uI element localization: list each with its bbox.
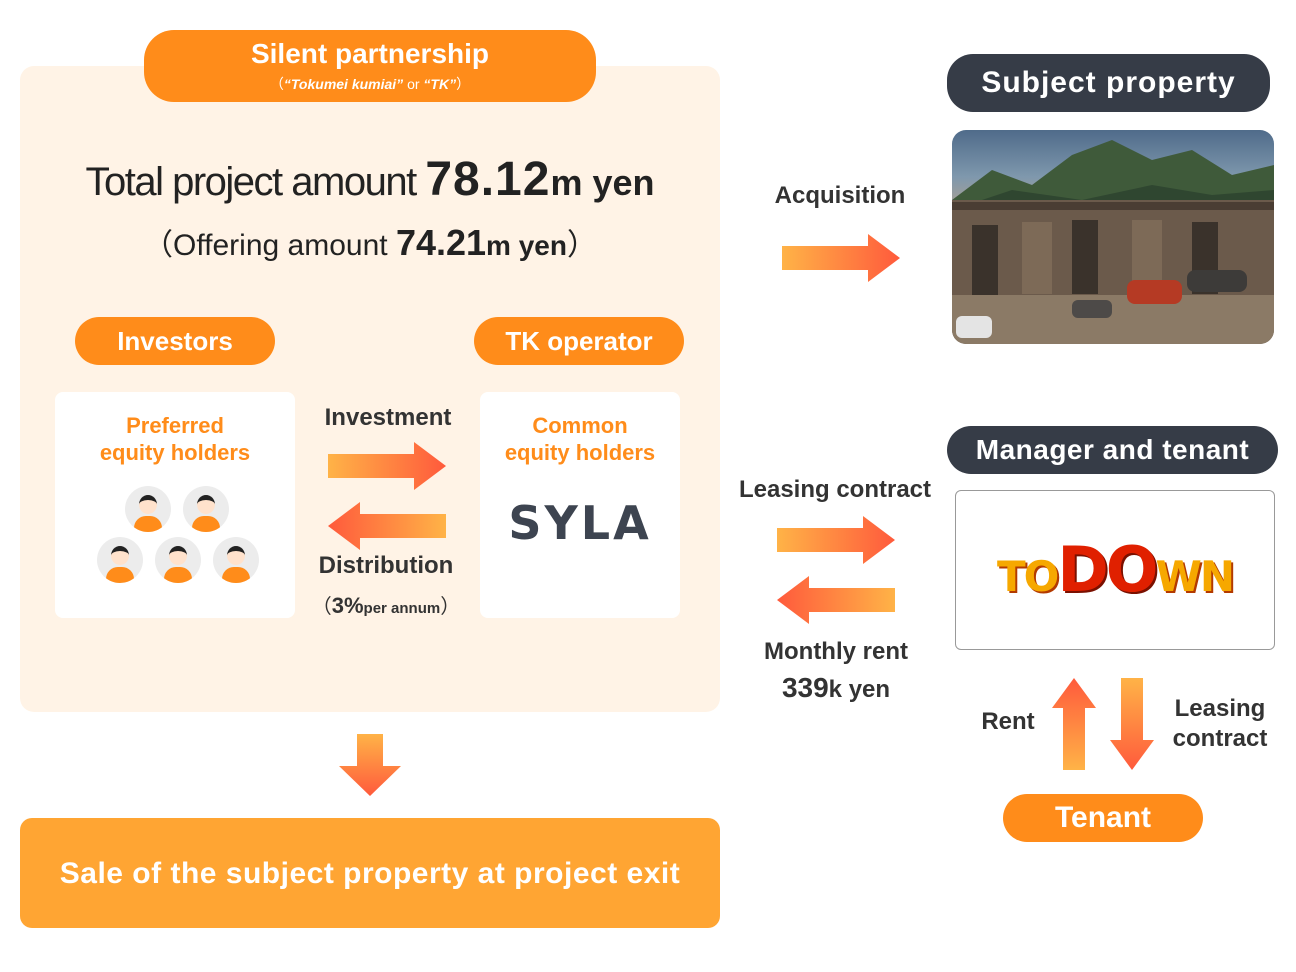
investor-avatar-icon [213,537,259,583]
investor-avatar-icon [97,537,143,583]
rate-open: （ [311,596,332,618]
leasing-contract-label: Leasing contract [738,476,932,503]
preferred-equity-label: Preferred equity holders [55,412,295,466]
investor-avatar-icon [155,537,201,583]
logo-do: DO [1057,533,1158,606]
common-line1: Common [532,413,628,438]
total-label: Total project amount [85,160,426,204]
subject-property-label: Subject property [947,54,1270,112]
monthly-rent-label: Monthly rent [764,638,908,665]
leasing-line1: Leasing [1174,695,1266,722]
offering-open: （Offering amount [143,229,396,262]
manager-tenant-label: Manager and tenant [947,426,1278,474]
syla-logo: SYLA [508,496,652,550]
todown-logo: TODOWN [956,533,1274,606]
acquisition-arrow-icon [782,234,900,282]
investor-avatar-icon [183,486,229,532]
sale-at-exit: Sale of the subject property at project … [20,818,720,928]
offering-value: 74.21 [395,222,487,263]
leasing-line2: contract [1172,725,1268,752]
total-project-amount: Total project amount 78.12m yen [20,152,720,207]
silent-partnership-subtitle: （“Tokumei kumiai” or “TK”） [144,74,596,94]
monthly-rent-amount: 339k yen [746,672,926,704]
rent-value: 339 [781,672,829,703]
preferred-line1: Preferred [126,413,224,438]
offering-close: ） [566,229,597,262]
tk-operator-label: TK operator [474,317,684,365]
rate-close: ） [440,596,461,618]
rate-value: 3% [331,593,364,618]
distribution-rate: （3%per annum） [306,590,466,619]
subtitle-or: or [403,76,424,92]
subject-property-photo [952,130,1274,344]
todown-logo-box: TODOWN [955,490,1275,650]
rent-up-arrow-icon [1052,678,1096,770]
acquisition-label: Acquisition [774,182,906,209]
subtitle-tk-abbr: “TK” [423,76,457,92]
operator-box: Common equity holders SYLA [480,392,680,618]
offering-amount: （Offering amount 74.21m yen） [20,220,720,264]
tenant-leasing-contract-label: Leasing contract [1160,694,1280,754]
investment-label: Investment [324,404,452,431]
exit-down-arrow-icon [339,734,401,796]
total-unit: m yen [550,162,655,203]
property-illustration [952,140,1274,344]
rent-unit: k yen [828,676,891,703]
total-value: 78.12 [425,153,551,206]
common-line2: equity holders [504,440,656,465]
leasing-down-arrow-icon [1110,678,1154,770]
silent-partnership-title: Silent partnership （“Tokumei kumiai” or … [144,30,596,102]
investor-avatar-icon [125,486,171,532]
monthly-rent-arrow-icon [777,576,895,624]
leasing-arrow-icon [777,516,895,564]
subtitle-tk-name: “Tokumei kumiai” [283,76,404,92]
investors-label: Investors [75,317,275,365]
tenant-label: Tenant [1003,794,1203,842]
investors-box: Preferred equity holders [55,392,295,618]
distribution-arrow-icon [328,502,446,550]
rate-period: per annum [363,600,441,617]
subtitle-close: ） [456,76,471,92]
rent-label: Rent [981,708,1035,735]
common-equity-label: Common equity holders [480,412,680,466]
preferred-line2: equity holders [99,440,251,465]
logo-to: TO [996,552,1059,601]
offering-unit: m yen [486,230,567,261]
subtitle-open: （ [269,76,284,92]
distribution-label: Distribution [318,552,454,579]
investment-arrow-icon [328,442,446,490]
logo-wn: WN [1155,552,1235,601]
silent-partnership-title-text: Silent partnership [250,38,490,69]
